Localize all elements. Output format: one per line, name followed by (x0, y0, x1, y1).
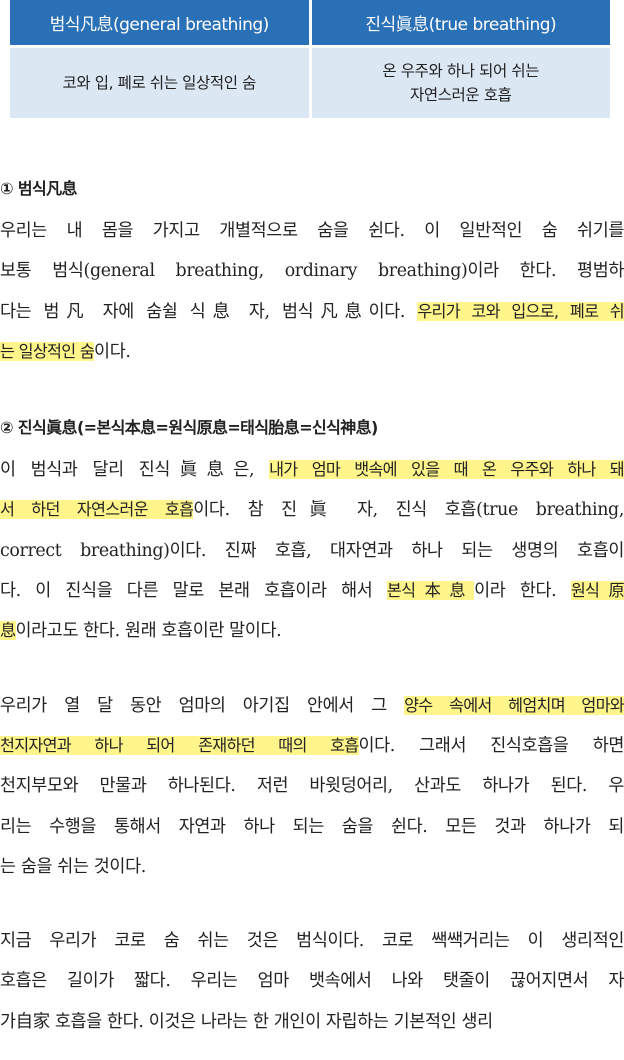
text-line: 다. 이 진식을 다른 말로 본래 호흡이라 해서 본식本息이라 한다. 원식原 (0, 571, 624, 611)
cell-text: 코와 입, 폐로 쉬는 일상적인 숨 (62, 74, 257, 92)
section-true-breathing-text: 이 범식과 달리 진식眞息은, 내가 엄마 뱃속에 있을 때 온 우주와 하나 … (0, 450, 624, 651)
table-header-row: 범식凡息(general breathing) 진식眞息(true breath… (10, 0, 610, 45)
body-text: 이라고도 한다. 원래 호흡이란 말이다. (15, 621, 282, 642)
highlighted-text: 우리가 코와 입으로, 폐로 쉬 (417, 301, 624, 321)
article-body: ① 범식凡息 우리는 내 몸을 가지고 개별적으로 숨을 쉰다. 이 일반적인 … (0, 167, 624, 1042)
section-heading-true-breathing: ② 진식眞息(=본식本息=원식原息=태식胎息=신식神息) (0, 418, 378, 438)
cell-text: 온 우주와 하나 되어 쉬는 (382, 62, 540, 80)
paragraph-womb-breathing: 우리가 열 달 동안 엄마의 아기집 안에서 그 양수 속에서 헤엄치며 엄마와… (0, 686, 624, 887)
text-line: 는 숨을 쉬는 것이다. (0, 847, 624, 887)
body-text: 우리가 열 달 동안 엄마의 아기집 안에서 그 (0, 695, 405, 716)
body-text: 보통 범식(general breathing, ordinary breath… (0, 261, 624, 282)
highlighted-text: 천지자연과 하나 되어 존재하던 때의 호흡 (0, 735, 359, 755)
section-heading-general-breathing: ① 범식凡息 (0, 179, 78, 198)
body-text: 지금 우리가 코로 숨 쉬는 것은 범식이다. 코로 쌕쌕거리는 이 생리적인 (0, 931, 624, 952)
cell-true-breathing: 온 우주와 하나 되어 쉬는 자연스러운 호흡 (311, 48, 610, 118)
comparison-table-wrap: 범식凡息(general breathing) 진식眞息(true breath… (10, 0, 614, 121)
text-line: 이 범식과 달리 진식眞息은, 내가 엄마 뱃속에 있을 때 온 우주와 하나 … (0, 450, 624, 490)
text-line: 우리가 열 달 동안 엄마의 아기집 안에서 그 양수 속에서 헤엄치며 엄마와 (0, 686, 624, 726)
cell-text: 자연스러운 호흡 (409, 86, 512, 104)
body-text: 다는 범凡 자에 숨쉴 식息 자, 범식凡息이다. (0, 301, 418, 322)
body-text: 는 숨을 쉬는 것이다. (0, 856, 146, 877)
text-line: 는 일상적인 숨이다. (0, 332, 624, 372)
body-text: 이라 한다. (474, 581, 571, 602)
highlighted-text: 서 하던 자연스러운 호흡 (0, 500, 194, 520)
highlighted-text: 내가 엄마 뱃속에 있을 때 온 우주와 하나 돼 (269, 460, 624, 480)
text-line: correct breathing)이다. 진짜 호흡, 대자연과 하나 되는 … (0, 531, 624, 571)
body-text: 리는 수행을 통해서 자연과 하나 되는 숨을 쉰다. 모든 것과 하나가 되 (0, 816, 624, 837)
text-line: 천지자연과 하나 되어 존재하던 때의 호흡이다. 그래서 진식호흡을 하면 (0, 726, 624, 766)
header-true-breathing: 진식眞息(true breathing) (311, 0, 610, 45)
body-text: correct breathing)이다. 진짜 호흡, 대자연과 하나 되는 … (0, 540, 624, 561)
text-line: 호흡은 길이가 짧다. 우리는 엄마 뱃속에서 나와 탯줄이 끊어지면서 자 (0, 961, 624, 1001)
comparison-table: 범식凡息(general breathing) 진식眞息(true breath… (7, 0, 613, 121)
table-row: 코와 입, 폐로 쉬는 일상적인 숨 온 우주와 하나 되어 쉬는 자연스러운 … (10, 48, 610, 118)
highlighted-text: 息 (0, 621, 16, 641)
body-text: 이다. 참 진眞 자, 진식 호흡(true breathing, (193, 500, 624, 521)
body-text: 호흡은 길이가 짧다. 우리는 엄마 뱃속에서 나와 탯줄이 끊어지면서 자 (0, 971, 624, 992)
text-line: 서 하던 자연스러운 호흡이다. 참 진眞 자, 진식 호흡(true brea… (0, 490, 624, 530)
text-line: 천지부모와 만물과 하나된다. 저런 바윗덩어리, 산과도 하나가 된다. 우 (0, 766, 624, 806)
body-text: 이다. (94, 341, 131, 362)
highlighted-text: 양수 속에서 헤엄치며 엄마와 (404, 695, 624, 715)
body-text: 다. 이 진식을 다른 말로 본래 호흡이라 해서 (0, 581, 387, 602)
paragraph-gap (0, 652, 624, 686)
text-line: 리는 수행을 통해서 자연과 하나 되는 숨을 쉰다. 모든 것과 하나가 되 (0, 807, 624, 847)
header-general-breathing: 범식凡息(general breathing) (10, 0, 309, 45)
highlighted-text: 는 일상적인 숨 (0, 341, 95, 361)
text-line: 지금 우리가 코로 숨 쉬는 것은 범식이다. 코로 쌕쌕거리는 이 생리적인 (0, 921, 624, 961)
text-line: 가自家 호흡을 한다. 이것은 나라는 한 개인이 자립하는 기본적인 생리 (0, 1002, 624, 1042)
text-line: 다는 범凡 자에 숨쉴 식息 자, 범식凡息이다. 우리가 코와 입으로, 폐로… (0, 292, 624, 332)
cell-general-breathing: 코와 입, 폐로 쉬는 일상적인 숨 (10, 48, 309, 118)
paragraph-gap (0, 372, 624, 406)
text-line: 보통 범식(general breathing, ordinary breath… (0, 251, 624, 291)
body-text: 천지부모와 만물과 하나된다. 저런 바윗덩어리, 산과도 하나가 된다. 우 (0, 776, 624, 797)
body-text: 가自家 호흡을 한다. 이것은 나라는 한 개인이 자립하는 기본적인 생리 (0, 1011, 493, 1032)
highlighted-text: 본식本息 (386, 581, 475, 601)
body-text: 이다. 그래서 진식호흡을 하면 (358, 735, 624, 756)
highlighted-text: 원식原 (570, 581, 624, 601)
body-text: 우리는 내 몸을 가지고 개별적으로 숨을 쉰다. 이 일반적인 숨 쉬기를 (0, 221, 624, 241)
body-text: 이 범식과 달리 진식眞息은, (0, 460, 270, 481)
text-line: 우리는 내 몸을 가지고 개별적으로 숨을 쉰다. 이 일반적인 숨 쉬기를 (0, 211, 624, 251)
paragraph-gap (0, 887, 624, 921)
text-line: 息이라고도 한다. 원래 호흡이란 말이다. (0, 611, 624, 651)
